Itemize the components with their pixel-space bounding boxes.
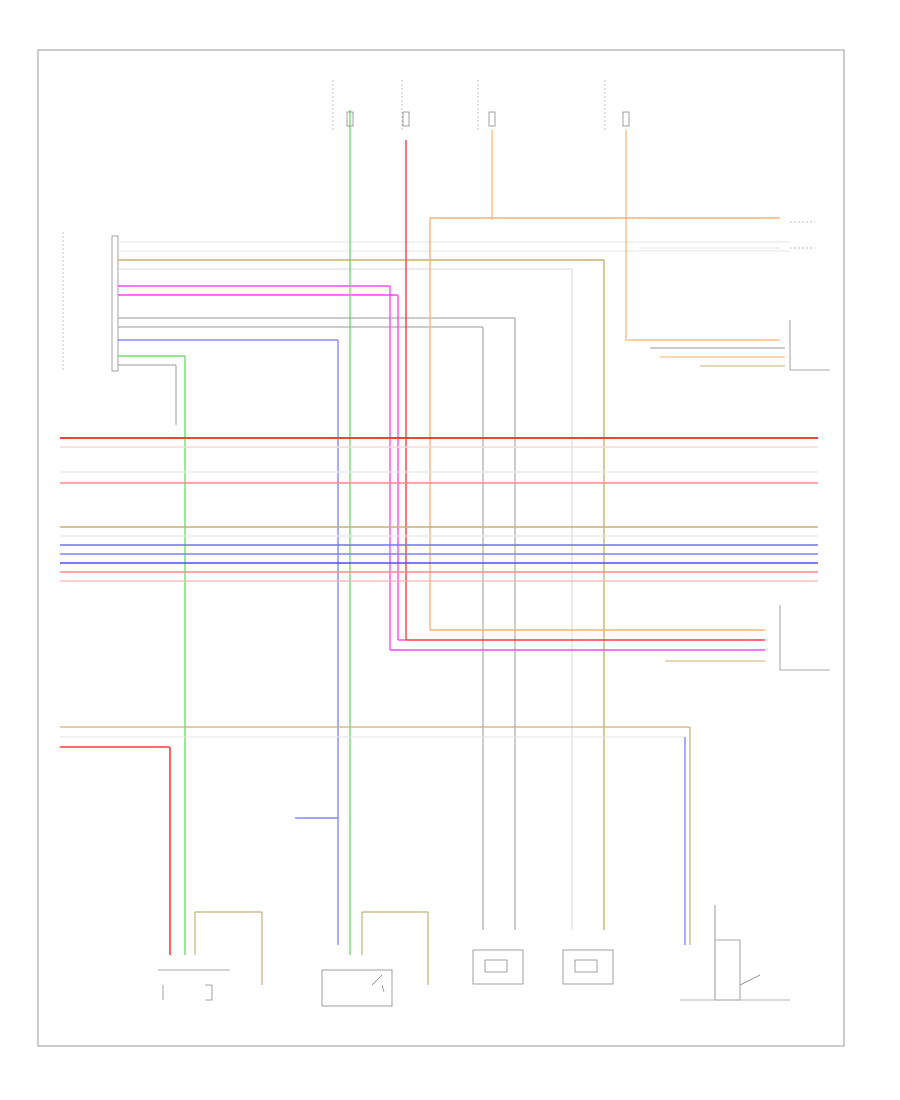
right-middle-run bbox=[390, 605, 830, 671]
fuse-top-4 bbox=[604, 80, 630, 215]
seat-heater-element-2 bbox=[562, 949, 614, 985]
module-harness-wires bbox=[118, 241, 790, 366]
connector-right-upper bbox=[790, 221, 815, 249]
seat-heater-element-1 bbox=[472, 949, 524, 985]
orange-bus bbox=[430, 217, 780, 341]
diagram-frame bbox=[37, 49, 845, 1047]
control-module-left bbox=[62, 232, 119, 372]
passenger-seat-switch bbox=[650, 320, 830, 371]
fuse-top-1 bbox=[332, 80, 354, 160]
vertical-runs bbox=[175, 140, 627, 955]
seat-belt-switch bbox=[680, 905, 790, 1001]
fuse-top-2 bbox=[401, 80, 410, 130]
fuse-top-3 bbox=[477, 80, 496, 220]
bottom-left-module bbox=[158, 911, 263, 1001]
main-bus bbox=[60, 437, 818, 582]
bottom-center-module bbox=[321, 862, 429, 1007]
lower-bundle bbox=[60, 726, 691, 955]
